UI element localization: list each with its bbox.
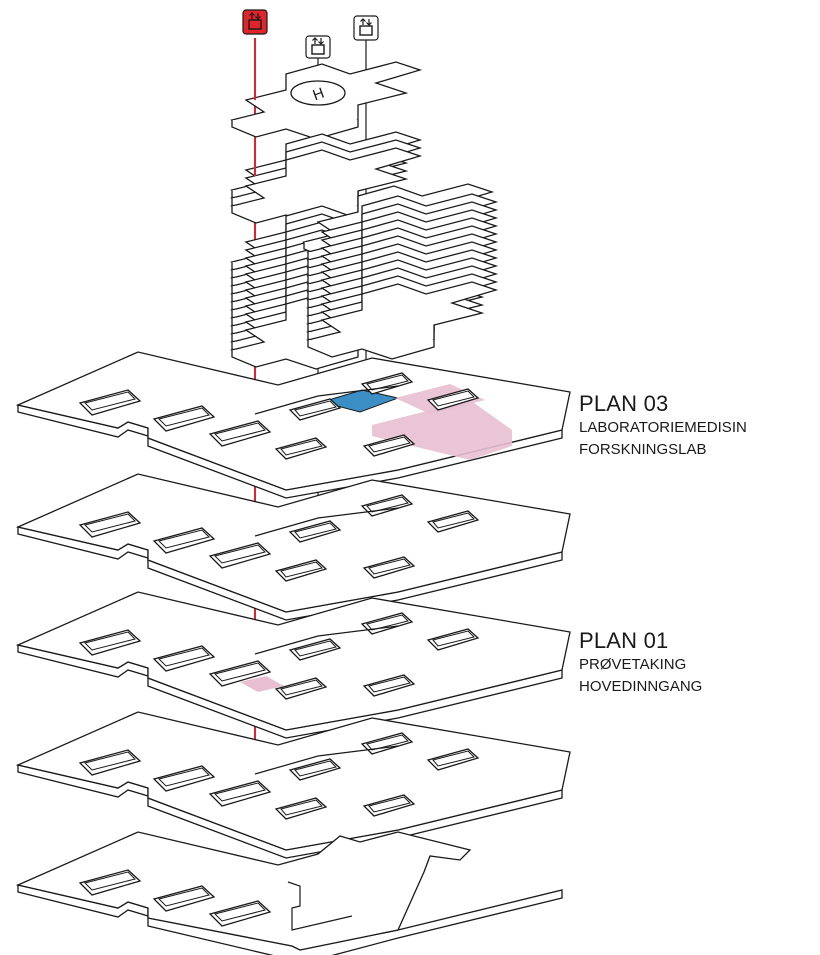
elevator-icon <box>305 35 331 59</box>
plan01-line2: HOVEDINNGANG <box>579 678 703 695</box>
plan03-title: PLAN 03 <box>579 391 669 416</box>
elevator-icon <box>353 15 379 41</box>
plate-plan02 <box>15 473 571 621</box>
pink-zone-lab <box>372 400 512 460</box>
plate-plan03 <box>15 351 571 499</box>
upper-levels <box>231 131 421 226</box>
plan03-line1: LABORATORIEMEDISIN <box>579 419 747 436</box>
plan01-title: PLAN 01 <box>579 628 669 653</box>
plate-plan00 <box>15 711 571 859</box>
floor-plates <box>15 351 571 955</box>
heliport-icon: H <box>290 80 346 106</box>
plan03-line2: FORSKNINGSLAB <box>579 441 707 458</box>
elevator-icon-red <box>242 9 268 35</box>
plan03-label: PLAN 03 LABORATORIEMEDISIN FORSKNINGSLAB <box>579 391 747 461</box>
plate-basement <box>15 831 563 955</box>
plate-plan01 <box>15 591 571 739</box>
pink-zone-sampling <box>240 676 284 692</box>
plan01-label: PLAN 01 PRØVETAKING HOVEDINNGANG <box>579 628 702 698</box>
roof-level: H <box>231 61 421 140</box>
plan01-line1: PRØVETAKING <box>579 656 687 673</box>
